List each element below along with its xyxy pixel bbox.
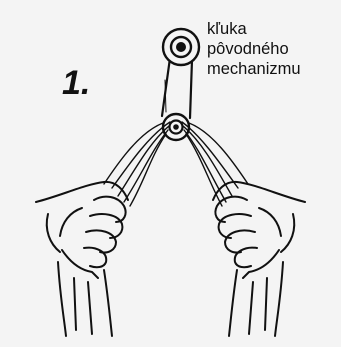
crank-arm-icon [162,58,192,118]
caption-line-1: kľuka [207,19,301,39]
step-number: 1. [62,66,90,100]
cord-left [104,122,170,206]
caption-line-2: pôvodného [207,39,301,59]
caption-line-3: mechanizmu [207,59,301,79]
hand-icon [36,182,128,336]
hand-icon [213,182,305,336]
cord-right [182,122,248,206]
crank-top-eye-icon [163,29,199,65]
crank-caption: kľuka pôvodného mechanizmu [207,19,301,79]
